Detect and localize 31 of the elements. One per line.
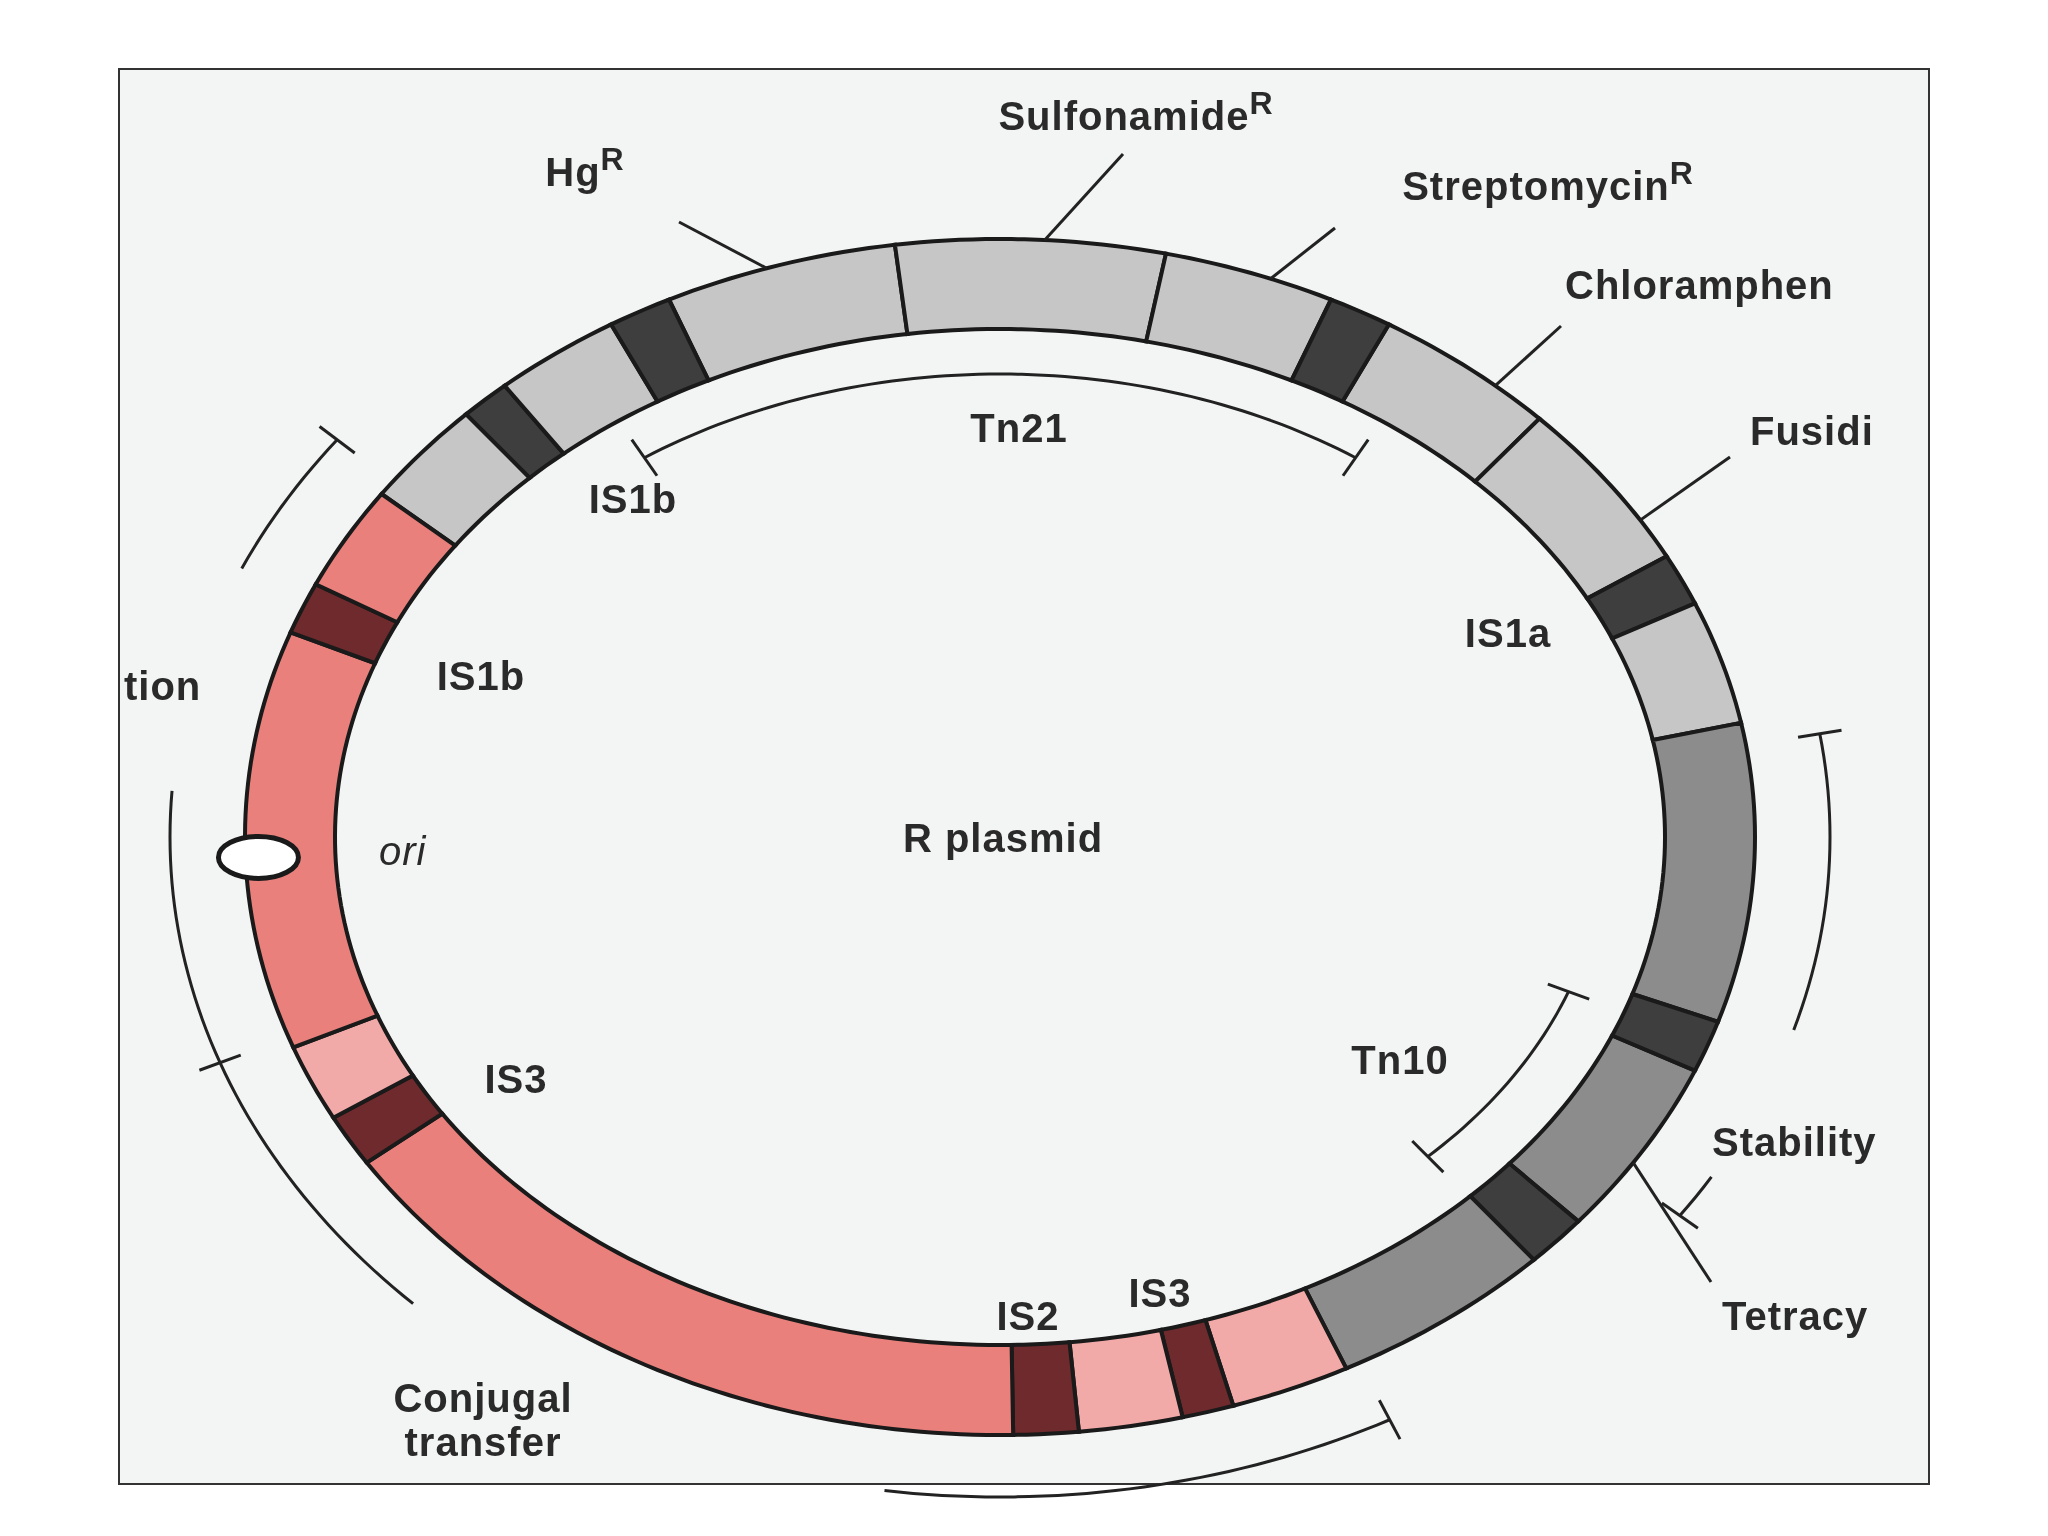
region-label: Conjugal transfer	[392, 1376, 574, 1464]
insertion-sequence-band	[1467, 1160, 1582, 1263]
region-label: IS3	[484, 1057, 548, 1101]
gene-label: Streptomycin$^{R}$	[1402, 164, 1694, 208]
leader-line	[1494, 324, 1562, 387]
region-label: IS1b	[436, 654, 526, 698]
region-label: IS1b	[588, 477, 678, 521]
plasmid-segment	[312, 491, 459, 625]
region-label: tion	[124, 664, 202, 708]
gene-label: Sulfonamide$^{R}$	[998, 94, 1274, 138]
origin-label: ori	[379, 829, 427, 873]
insertion-sequence-band	[1288, 296, 1392, 405]
leader-line	[1043, 153, 1125, 242]
region-label: IS3	[1128, 1271, 1192, 1315]
gene-label: Fusidi	[1750, 409, 1874, 453]
gene-label: Chloramphen	[1565, 263, 1834, 307]
gene-label: Hg$^{R}$	[545, 150, 625, 194]
region-label: Tn21	[970, 406, 1068, 450]
leader-line	[1639, 455, 1731, 522]
insertion-sequence-band	[608, 296, 712, 405]
leader-line	[1631, 1161, 1713, 1283]
region-label: Tn10	[1351, 1038, 1449, 1082]
region-label: IS2	[996, 1294, 1060, 1338]
leader-line	[1269, 226, 1336, 280]
plasmid-segment	[1629, 720, 1757, 1025]
insertion-sequence-band	[1609, 991, 1721, 1074]
gene-label: Tetracy	[1722, 1294, 1869, 1338]
region-label: R plasmid	[902, 816, 1104, 860]
region-label: IS1a	[1464, 611, 1552, 655]
region-label: Stability	[1712, 1120, 1877, 1164]
leader-line	[678, 220, 768, 270]
